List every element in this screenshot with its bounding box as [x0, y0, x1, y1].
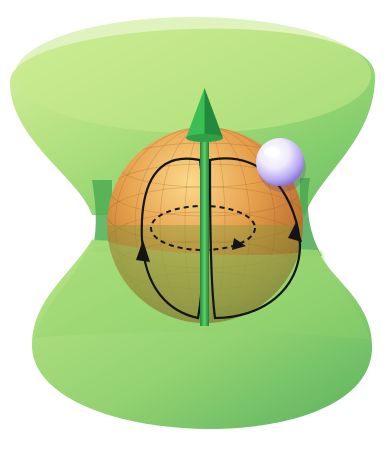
axis-arrowhead-base	[186, 134, 223, 142]
axis-shaft	[200, 130, 209, 326]
ball-body	[256, 138, 304, 186]
ball-highlight	[264, 147, 280, 157]
hyperboloid-top-rim	[15, 17, 371, 133]
